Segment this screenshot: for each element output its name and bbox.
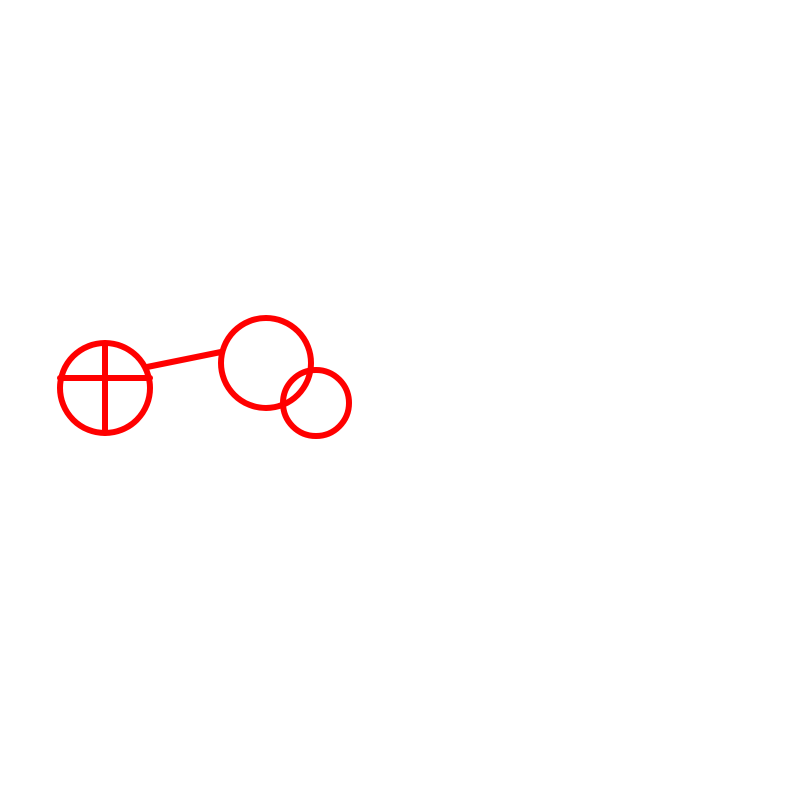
connector-line <box>144 349 224 370</box>
diagram-shapes <box>57 315 352 439</box>
small-circle <box>280 367 352 439</box>
large-circle <box>218 315 314 411</box>
crossed-circle <box>57 340 153 436</box>
